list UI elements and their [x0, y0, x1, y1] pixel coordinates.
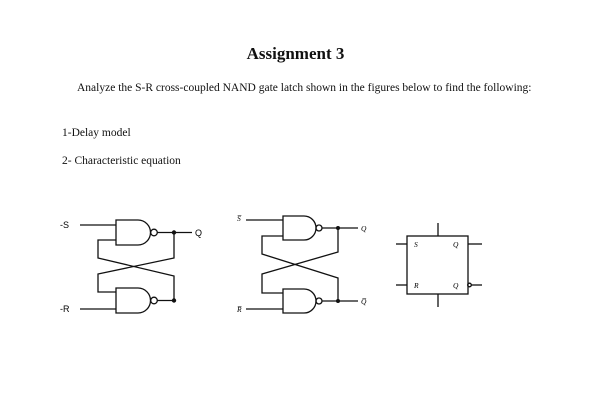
figure1-bottom-nand-gate [115, 287, 152, 314]
figure2-s-input-label: S̅ [237, 214, 242, 223]
page-title: Assignment 3 [246, 44, 345, 63]
figure2-bottom-nand-gate [282, 288, 317, 314]
figure2-q-output-label: Q [361, 224, 367, 233]
figure1-q-output-label: Q [195, 228, 202, 238]
figure2-nand-latch [246, 215, 358, 314]
figure1-s-input-label: -S [60, 220, 69, 230]
figure3-sr-latch-symbol [396, 223, 482, 307]
intro-paragraph: Analyze the S-R cross-coupled NAND gate … [77, 82, 532, 94]
figure1-r-input-label: -R [60, 304, 70, 314]
figure3-q-pin-label: Q [453, 240, 459, 249]
figure1-top-nand-gate [115, 219, 152, 246]
figure3-r-pin-label: R [413, 281, 419, 290]
figure2-r-input-label: R̅ [236, 305, 242, 314]
list-item-characteristic-equation: 2- Characteristic equation [62, 155, 181, 167]
figure3-qbar-pin-label: Q [453, 281, 459, 290]
figure2-qbar-output-label: Q̅ [361, 297, 367, 306]
figure2-top-nand-gate [282, 215, 317, 241]
list-item-delay-model: 1-Delay model [62, 127, 131, 139]
figure3-s-pin-label: S [414, 240, 418, 249]
